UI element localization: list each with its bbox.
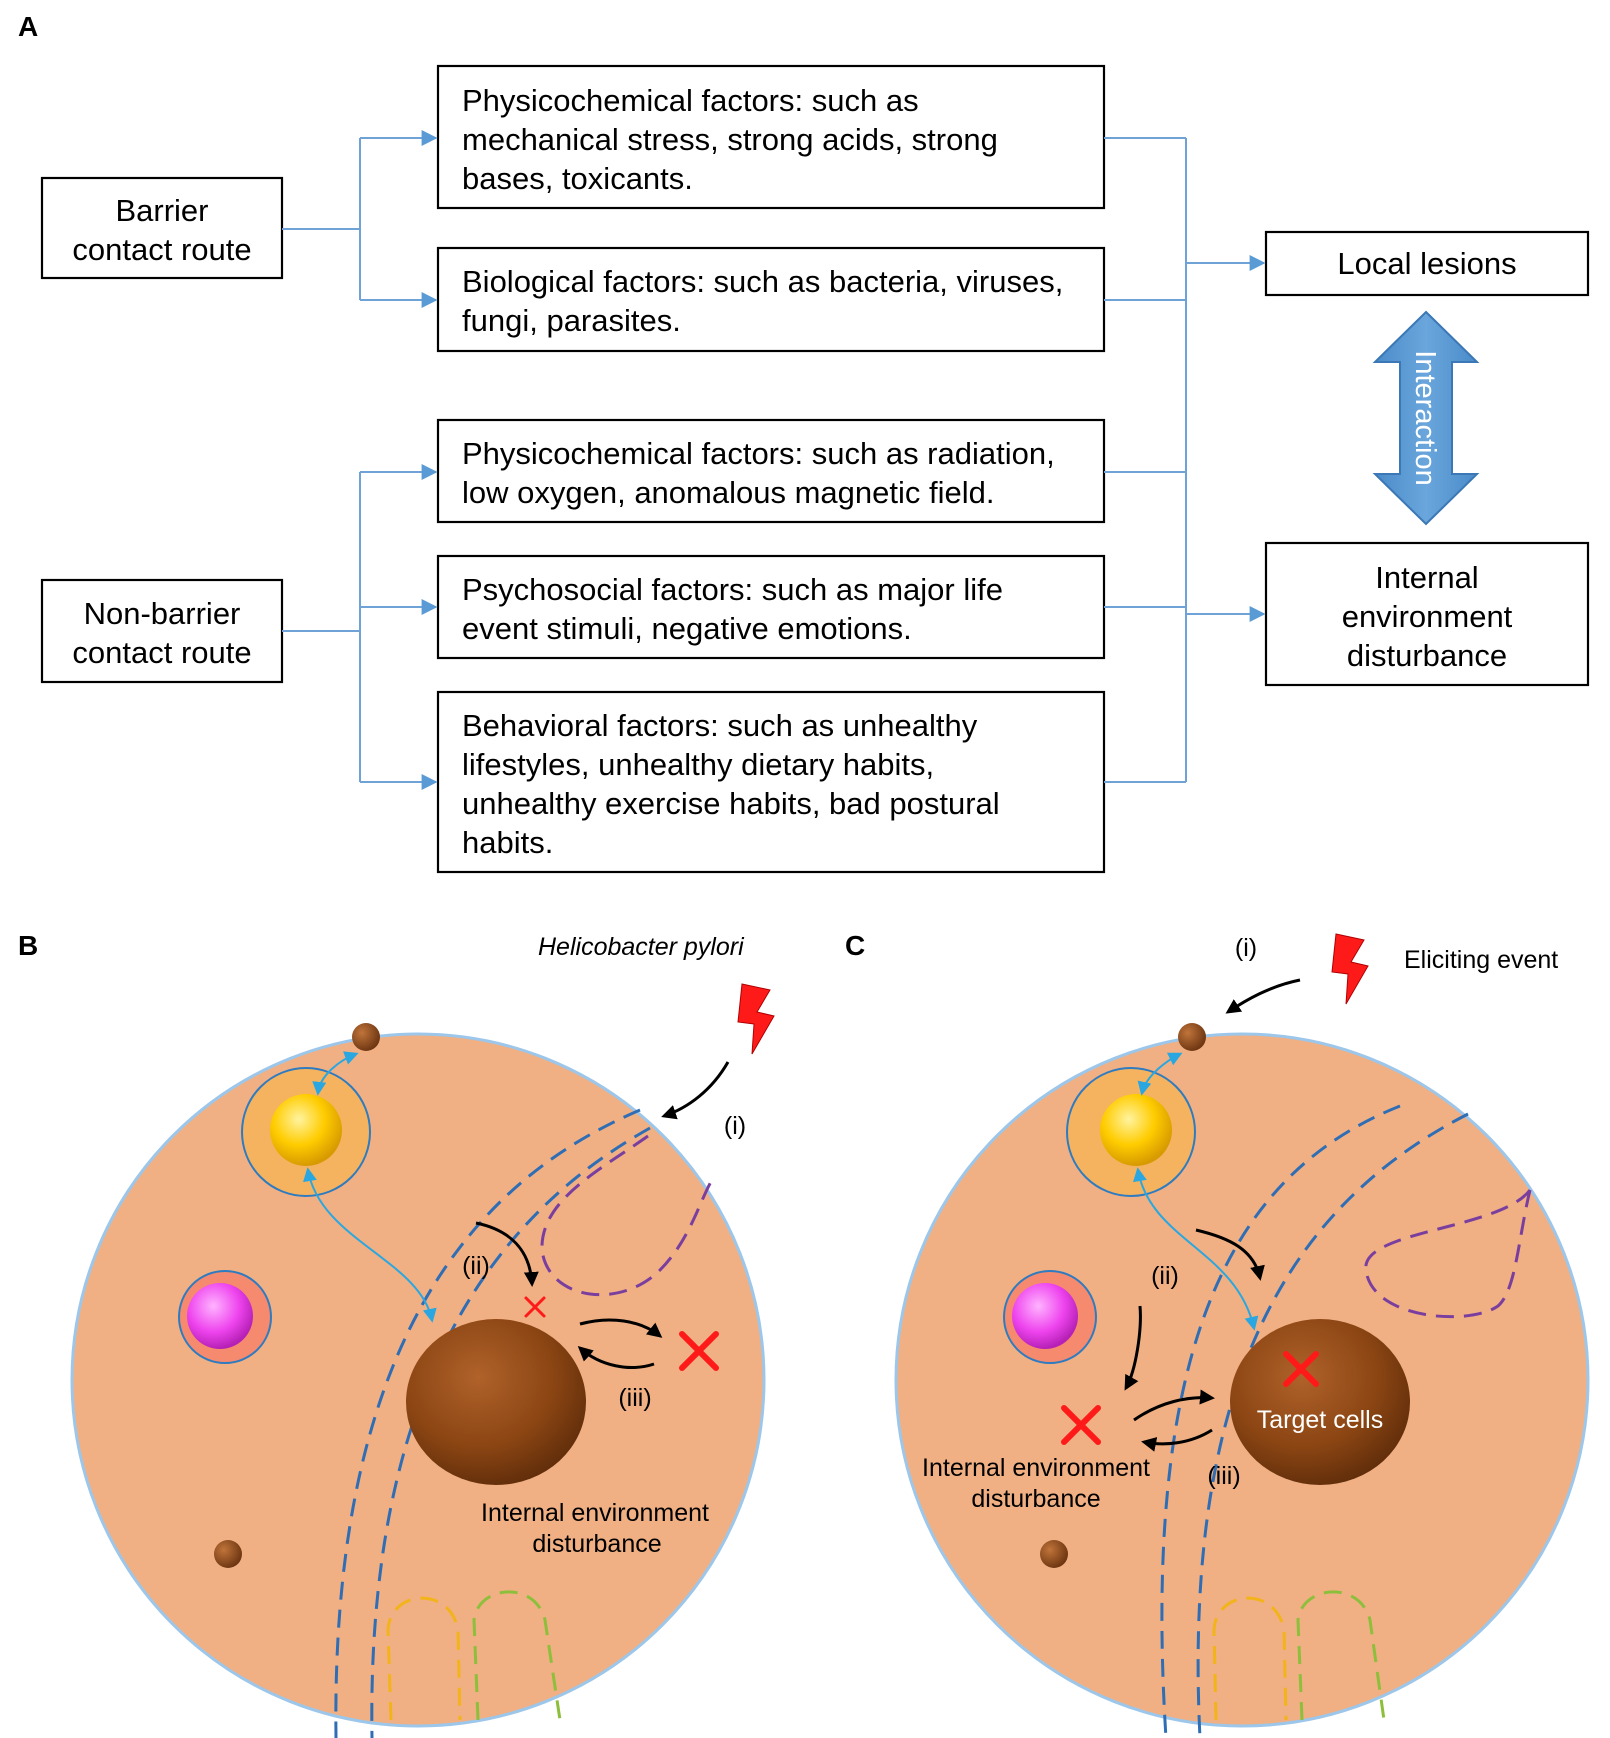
lightning-icon [737,983,775,1055]
lightning-icon [1331,933,1369,1005]
panel-c-trigger: Eliciting event [1404,946,1558,974]
cross-icon [524,1296,546,1318]
panel-b-step-i: (i) [724,1112,746,1140]
interaction-label: Interaction [1409,350,1441,485]
organelle-yellow-b [270,1094,342,1166]
granule-top-c [1178,1023,1206,1051]
panel-b-step-ii: (ii) [462,1252,490,1280]
non-barrier-route-box: Non-barrier contact route [40,578,284,684]
granule-bottom-b [214,1540,242,1568]
panel-c-step-ii: (ii) [1151,1262,1179,1290]
factor-1-line-2: mechanical stress, strong acids, strong [462,122,998,157]
barrier-route-box: Barrier contact route [40,176,284,280]
panel-b-label-line-1: Internal environment [481,1499,709,1527]
interaction-arrow: Interaction [1372,310,1480,526]
non-barrier-route-line-2: contact route [72,635,251,670]
non-barrier-connectors [282,464,438,790]
factor-box-physicochemical-barrier: Physicochemical factors: such as mechani… [436,64,1106,210]
cell-c: Target cells [894,978,1590,1738]
cross-icon [679,1331,719,1371]
organelle-pink-c [1012,1283,1078,1349]
panel-c-label-line-2: disturbance [971,1485,1100,1513]
factor-5-line-1: Behavioral factors: such as unhealthy [462,708,978,743]
factor-5-line-3: unhealthy exercise habits, bad postural [462,786,1000,821]
granule-bottom-c [1040,1540,1068,1568]
factor-4-line-2: event stimuli, negative emotions. [462,611,912,646]
factor-3-line-2: low oxygen, anomalous magnetic field. [462,475,994,510]
internal-disturbance-line-3: disturbance [1347,638,1507,673]
barrier-route-line-1: Barrier [115,193,208,228]
organelle-pink-b [187,1283,253,1349]
granule-top-b [352,1023,380,1051]
target-cell-c [1230,1319,1410,1485]
panel-c-label-line-1: Internal environment [922,1454,1150,1482]
non-barrier-route-line-1: Non-barrier [84,596,241,631]
factor-box-physicochemical-nonbarrier: Physicochemical factors: such as radiati… [436,418,1106,524]
factor-2-line-1: Biological factors: such as bacteria, vi… [462,264,1063,299]
internal-disturbance-box: Internal environment disturbance [1264,541,1590,687]
target-cells-label: Target cells [1257,1406,1383,1434]
local-lesions-box: Local lesions [1264,230,1590,297]
panel-b-label: B [18,930,38,961]
cross-icon [1061,1405,1101,1445]
barrier-route-line-2: contact route [72,232,251,267]
factor-box-psychosocial: Psychosocial factors: such as major life… [436,554,1106,660]
panel-c-step-i: (i) [1235,934,1257,962]
factor-3-line-1: Physicochemical factors: such as radiati… [462,436,1055,471]
factor-2-line-2: fungi, parasites. [462,303,681,338]
nucleus-b [406,1319,586,1485]
panel-c-step-iii: (iii) [1207,1462,1240,1490]
panel-b-label-line-2: disturbance [532,1530,661,1558]
factor-4-line-1: Psychosocial factors: such as major life [462,572,1003,607]
factor-5-line-4: habits. [462,825,553,860]
panel-a-label: A [18,11,38,42]
barrier-connectors [282,130,438,308]
cell-b [70,1023,766,1738]
factor-1-line-3: bases, toxicants. [462,161,693,196]
factor-5-line-2: lifestyles, unhealthy dietary habits, [462,747,934,782]
outcome-connectors [1104,137,1266,783]
panel-c-label: C [845,930,865,961]
organelle-yellow-c [1100,1094,1172,1166]
factor-1-line-1: Physicochemical factors: such as [462,83,919,118]
panel-b-trigger: Helicobacter pylori [538,933,745,961]
cross-icon [1283,1351,1319,1387]
local-lesions-label: Local lesions [1337,246,1516,281]
panel-b-step-iii: (iii) [618,1384,651,1412]
factor-box-behavioral: Behavioral factors: such as unhealthy li… [436,690,1106,874]
internal-disturbance-line-1: Internal [1375,560,1478,595]
internal-disturbance-line-2: environment [1342,599,1513,634]
factor-box-biological: Biological factors: such as bacteria, vi… [436,246,1106,353]
